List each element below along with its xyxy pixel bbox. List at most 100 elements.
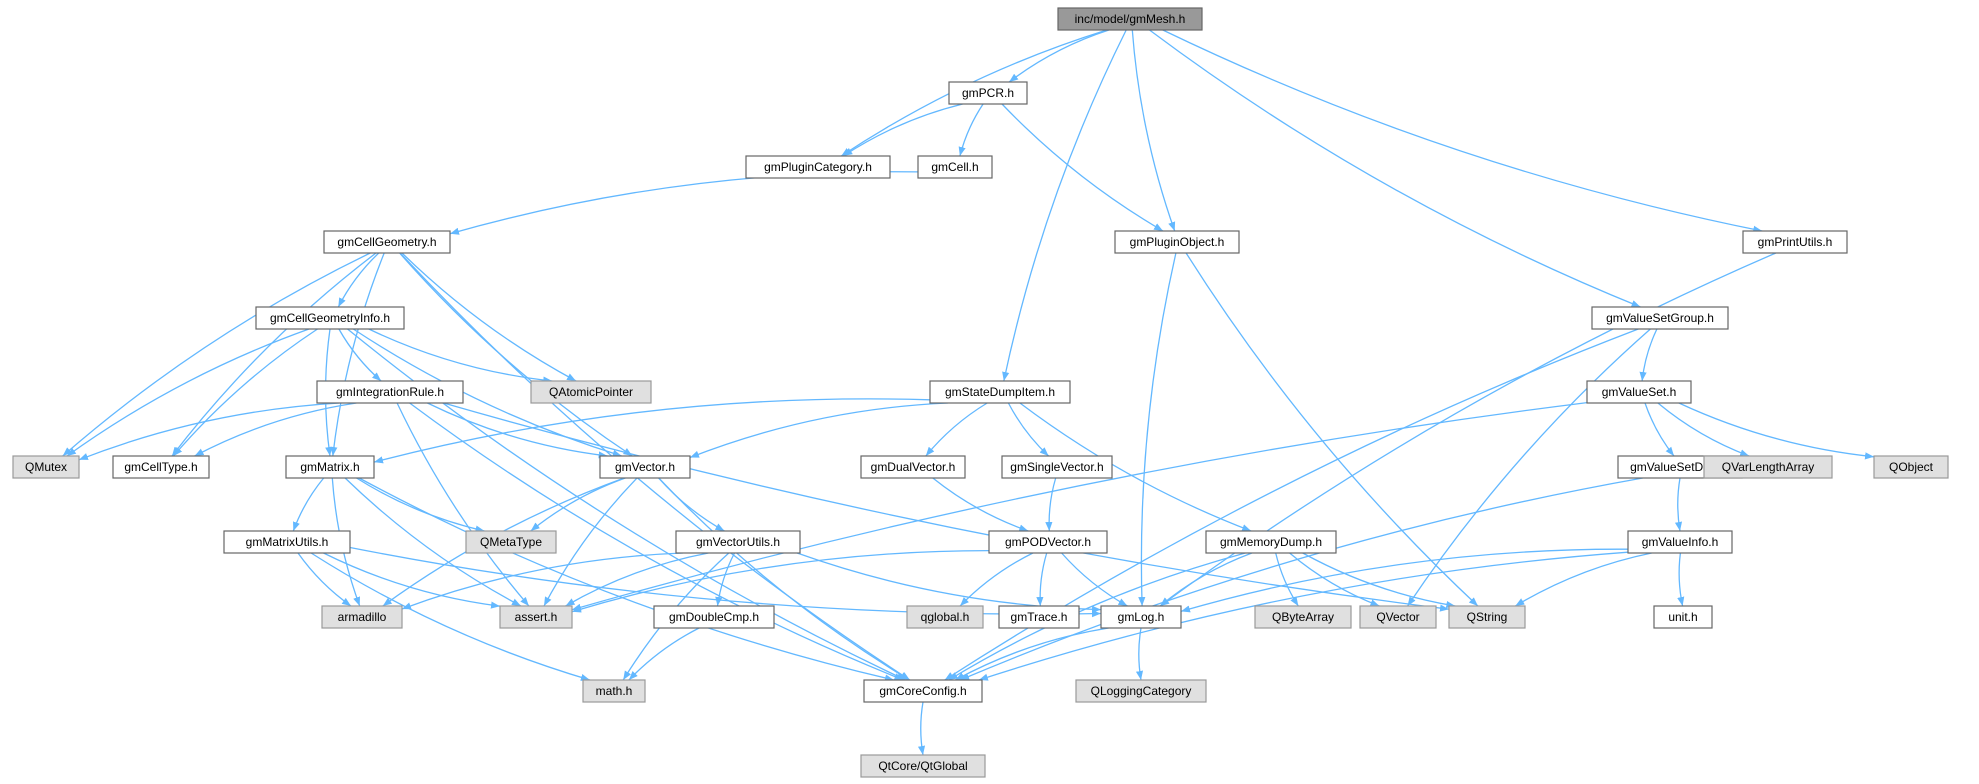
edge-gm-podvector-to-gm-trace bbox=[1036, 552, 1048, 607]
node-qvar-length-array: QVarLengthArray bbox=[1703, 455, 1833, 479]
edge-gm-cell-to-gm-cell-geometry bbox=[449, 171, 919, 235]
edge-gm-matrix-to-gm-matrix-utils bbox=[292, 477, 325, 532]
edge-gm-double-cmp-to-math bbox=[628, 627, 700, 681]
edge-gm-vector-utils-to-armadillo bbox=[401, 552, 683, 610]
node-gm-memory-dump[interactable]: gmMemoryDump.h bbox=[1205, 530, 1337, 554]
node-box bbox=[321, 605, 403, 629]
edge-gm-matrix-to-qmeta-type bbox=[356, 477, 485, 533]
node-box bbox=[499, 605, 573, 629]
node-gm-podvector[interactable]: gmPODVector.h bbox=[988, 530, 1108, 554]
edge-gm-matrix-to-assert bbox=[344, 477, 522, 607]
node-box bbox=[863, 679, 983, 703]
node-label: gmValueInfo.h bbox=[1642, 535, 1719, 549]
node-gm-core-config[interactable]: gmCoreConfig.h bbox=[863, 679, 983, 703]
node-label: QByteArray bbox=[1272, 610, 1334, 624]
node-label: gmVectorUtils.h bbox=[696, 535, 780, 549]
node-gm-mesh[interactable]: inc/model/gmMesh.h bbox=[1057, 7, 1203, 31]
node-armadillo: armadillo bbox=[321, 605, 403, 629]
node-label: qglobal.h bbox=[921, 610, 970, 624]
edge-gm-state-dump-item-to-gm-single-vector bbox=[1007, 402, 1050, 457]
node-label: gmCoreConfig.h bbox=[879, 684, 966, 698]
node-label: gmMatrixUtils.h bbox=[246, 535, 329, 549]
node-label: gmCellGeometryInfo.h bbox=[270, 311, 390, 325]
edge-gm-pcr-to-gm-plugin-object bbox=[1001, 103, 1164, 232]
node-box bbox=[1742, 230, 1848, 254]
edge-gm-state-dump-item-to-gm-vector bbox=[689, 402, 948, 459]
node-gm-vector[interactable]: gmVector.h bbox=[599, 455, 691, 479]
node-gm-cell-geometry-info[interactable]: gmCellGeometryInfo.h bbox=[255, 306, 405, 330]
edge-gm-cell-geometry-to-qatomic-pointer bbox=[401, 252, 577, 382]
node-label: gmPODVector.h bbox=[1005, 535, 1091, 549]
edge-gm-vector-utils-to-assert bbox=[565, 552, 709, 607]
node-gm-single-vector[interactable]: gmSingleVector.h bbox=[1001, 455, 1113, 479]
edge-gm-matrix-utils-to-gm-log bbox=[349, 546, 1102, 618]
node-qobject: QObject bbox=[1873, 455, 1949, 479]
edge-gm-pcr-to-gm-cell bbox=[958, 103, 984, 157]
node-label: gmVector.h bbox=[615, 460, 675, 474]
node-label: gmPrintUtils.h bbox=[1758, 235, 1833, 249]
node-qvector: QVector bbox=[1359, 605, 1437, 629]
node-label: gmMemoryDump.h bbox=[1220, 535, 1322, 549]
edge-gm-plugin-object-to-qstring bbox=[1185, 252, 1479, 607]
edge-gm-mesh-to-gm-plugin-object bbox=[1131, 29, 1176, 232]
edge-gm-value-set-to-qvar-length-array bbox=[1657, 402, 1750, 457]
node-qt-global: QtCore/QtGlobal bbox=[860, 754, 986, 778]
node-box bbox=[1001, 455, 1113, 479]
edge-gm-state-dump-item-to-gm-memory-dump bbox=[1019, 402, 1252, 532]
node-gm-print-utils[interactable]: gmPrintUtils.h bbox=[1742, 230, 1848, 254]
node-label: gmValueSet.h bbox=[1602, 385, 1677, 399]
edge-gm-value-info-to-gm-core-config bbox=[978, 551, 1629, 681]
node-gm-trace[interactable]: gmTrace.h bbox=[998, 605, 1080, 629]
node-gm-cell-type[interactable]: gmCellType.h bbox=[112, 455, 210, 479]
edge-gm-dual-vector-to-gm-podvector bbox=[932, 477, 1029, 532]
node-qatomic-pointer: QAtomicPointer bbox=[530, 380, 652, 404]
edge-gm-podvector-to-qglobal bbox=[959, 552, 1034, 607]
edge-gm-core-config-to-qt-global bbox=[917, 701, 926, 756]
edge-gm-matrix-utils-to-armadillo bbox=[297, 552, 352, 607]
node-gm-double-cmp[interactable]: gmDoubleCmp.h bbox=[653, 605, 775, 629]
edge-gm-single-vector-to-gm-podvector bbox=[1045, 477, 1057, 532]
node-gm-pcr[interactable]: gmPCR.h bbox=[948, 81, 1028, 105]
node-box bbox=[1873, 455, 1949, 479]
node-box bbox=[988, 530, 1108, 554]
edge-gm-cell-geometry-info-to-gm-integration-rule bbox=[338, 328, 382, 382]
node-gm-matrix[interactable]: gmMatrix.h bbox=[285, 455, 375, 479]
edge-gm-state-dump-item-to-gm-dual-vector bbox=[925, 402, 988, 457]
edge-gm-matrix-utils-to-math bbox=[310, 552, 591, 681]
node-gm-vector-utils[interactable]: gmVectorUtils.h bbox=[675, 530, 801, 554]
node-label: math.h bbox=[596, 684, 633, 698]
node-label: unit.h bbox=[1668, 610, 1697, 624]
node-box bbox=[1114, 230, 1240, 254]
node-qmeta-type: QMetaType bbox=[465, 530, 557, 554]
edge-gm-memory-dump-to-gm-log bbox=[1159, 552, 1253, 607]
edge-gm-log-to-qlogging-category bbox=[1135, 627, 1144, 681]
node-box bbox=[530, 380, 652, 404]
edge-gm-cell-geometry-to-gm-cell-geometry-info bbox=[337, 252, 380, 308]
node-gm-state-dump-item[interactable]: gmStateDumpItem.h bbox=[929, 380, 1071, 404]
node-gm-cell-geometry[interactable]: gmCellGeometry.h bbox=[323, 230, 451, 254]
edge-gm-cell-geometry-info-to-qatomic-pointer bbox=[368, 328, 553, 384]
node-label: QString bbox=[1467, 610, 1508, 624]
edge-gm-mesh-to-gm-state-dump-item bbox=[1002, 29, 1127, 382]
node-label: inc/model/gmMesh.h bbox=[1075, 12, 1186, 26]
node-gm-dual-vector[interactable]: gmDualVector.h bbox=[860, 455, 966, 479]
edge-gm-value-info-to-gm-log bbox=[1180, 548, 1629, 613]
node-box bbox=[1703, 455, 1833, 479]
node-gm-matrix-utils[interactable]: gmMatrixUtils.h bbox=[223, 530, 351, 554]
edge-gm-vector-to-assert bbox=[543, 477, 638, 607]
node-gm-cell[interactable]: gmCell.h bbox=[917, 155, 993, 179]
node-qstring: QString bbox=[1448, 605, 1526, 629]
node-box bbox=[906, 605, 984, 629]
node-unit[interactable]: unit.h bbox=[1653, 605, 1713, 629]
edge-gm-vector-to-qmeta-type bbox=[530, 477, 626, 532]
node-gm-log[interactable]: gmLog.h bbox=[1100, 605, 1182, 629]
node-box bbox=[223, 530, 351, 554]
node-gm-plugin-object[interactable]: gmPluginObject.h bbox=[1114, 230, 1240, 254]
node-gm-integration-rule[interactable]: gmIntegrationRule.h bbox=[316, 380, 464, 404]
node-gm-value-set-group[interactable]: gmValueSetGroup.h bbox=[1591, 306, 1729, 330]
edge-gm-pcr-to-gm-plugin-category bbox=[842, 103, 963, 157]
node-gm-value-set[interactable]: gmValueSet.h bbox=[1586, 380, 1692, 404]
node-gm-value-info[interactable]: gmValueInfo.h bbox=[1627, 530, 1733, 554]
node-gm-plugin-category[interactable]: gmPluginCategory.h bbox=[745, 155, 891, 179]
edge-gm-cell-geometry-to-gm-core-config bbox=[399, 252, 911, 681]
